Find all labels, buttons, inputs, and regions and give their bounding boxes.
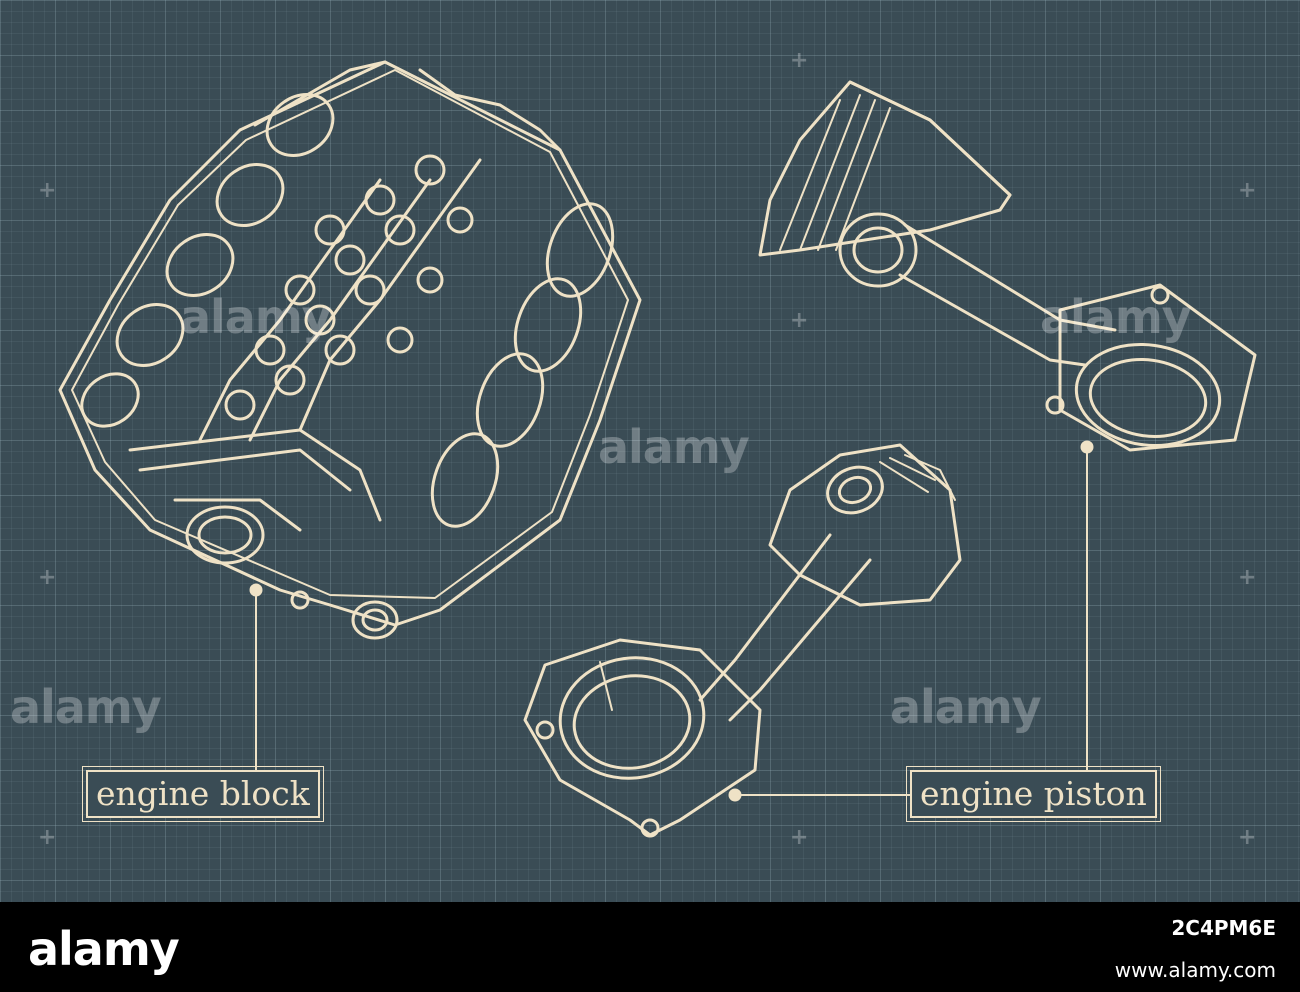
blueprint-drawing: alamy alamy alamy alamy alamy + + + + + … bbox=[0, 0, 1300, 902]
watermark-plus-7: + bbox=[38, 825, 57, 850]
footer-image-id: 2C4PM6E bbox=[1171, 916, 1276, 940]
piston-top-illustration bbox=[758, 80, 1257, 454]
watermark-plus-6: + bbox=[1238, 565, 1257, 590]
blueprint-line-art bbox=[58, 60, 1257, 838]
watermark-top-left: alamy bbox=[180, 290, 332, 344]
watermark-plus-5: + bbox=[38, 565, 57, 590]
footer-info: 2C4PM6E www.alamy.com bbox=[1115, 916, 1276, 982]
watermark-plus-8: + bbox=[790, 825, 809, 850]
piston-bottom-illustration bbox=[523, 443, 962, 838]
engine-piston-label: engine piston bbox=[906, 766, 1161, 822]
watermark-plus-3: + bbox=[1238, 178, 1257, 203]
watermark-left: alamy bbox=[10, 680, 162, 734]
leader-lines bbox=[255, 446, 1088, 796]
watermark-plus-4: + bbox=[790, 308, 809, 333]
engine-block-illustration bbox=[58, 60, 642, 640]
watermark-right: alamy bbox=[890, 680, 1042, 734]
watermark-plus-1: + bbox=[38, 178, 57, 203]
engine-block-label: engine block bbox=[82, 766, 324, 822]
footer-url: www.alamy.com bbox=[1114, 958, 1276, 982]
watermark-center: alamy bbox=[598, 420, 750, 474]
watermark-plus-2: + bbox=[790, 48, 809, 73]
watermark-top-right: alamy bbox=[1040, 290, 1192, 344]
footer-brand-logo: alamy bbox=[28, 922, 180, 976]
watermark-plus-9: + bbox=[1238, 825, 1257, 850]
stock-footer-bar: alamy 2C4PM6E www.alamy.com bbox=[0, 902, 1300, 992]
